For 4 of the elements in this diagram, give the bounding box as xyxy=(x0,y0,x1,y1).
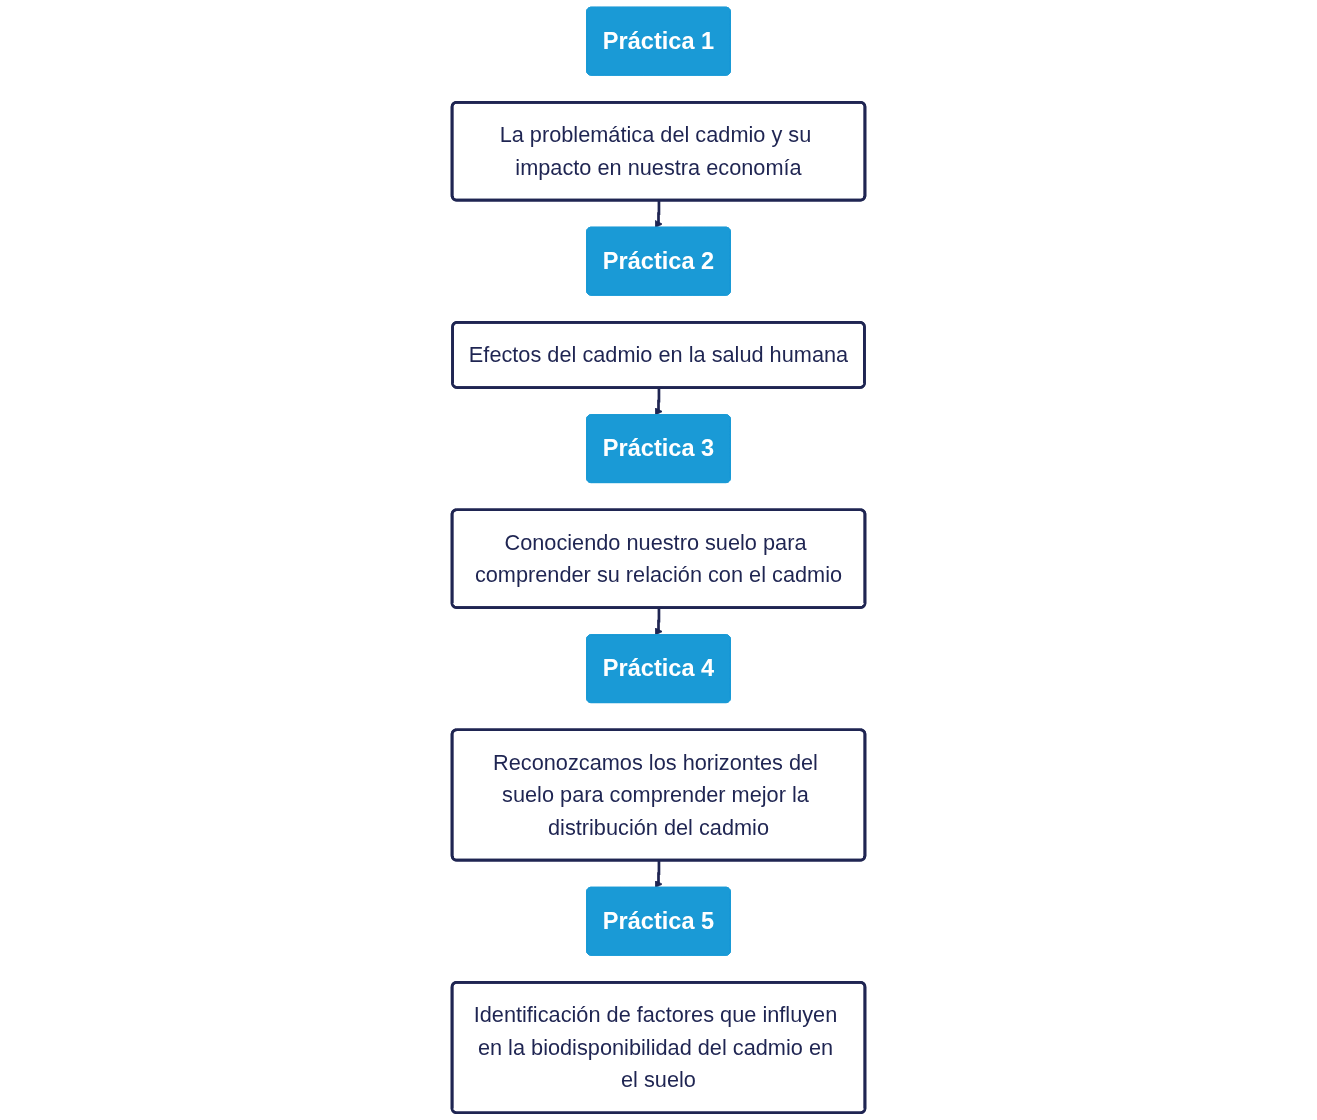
arrow xyxy=(654,387,663,416)
arrow xyxy=(654,860,663,889)
arrow xyxy=(654,608,663,636)
arrow xyxy=(654,200,663,229)
